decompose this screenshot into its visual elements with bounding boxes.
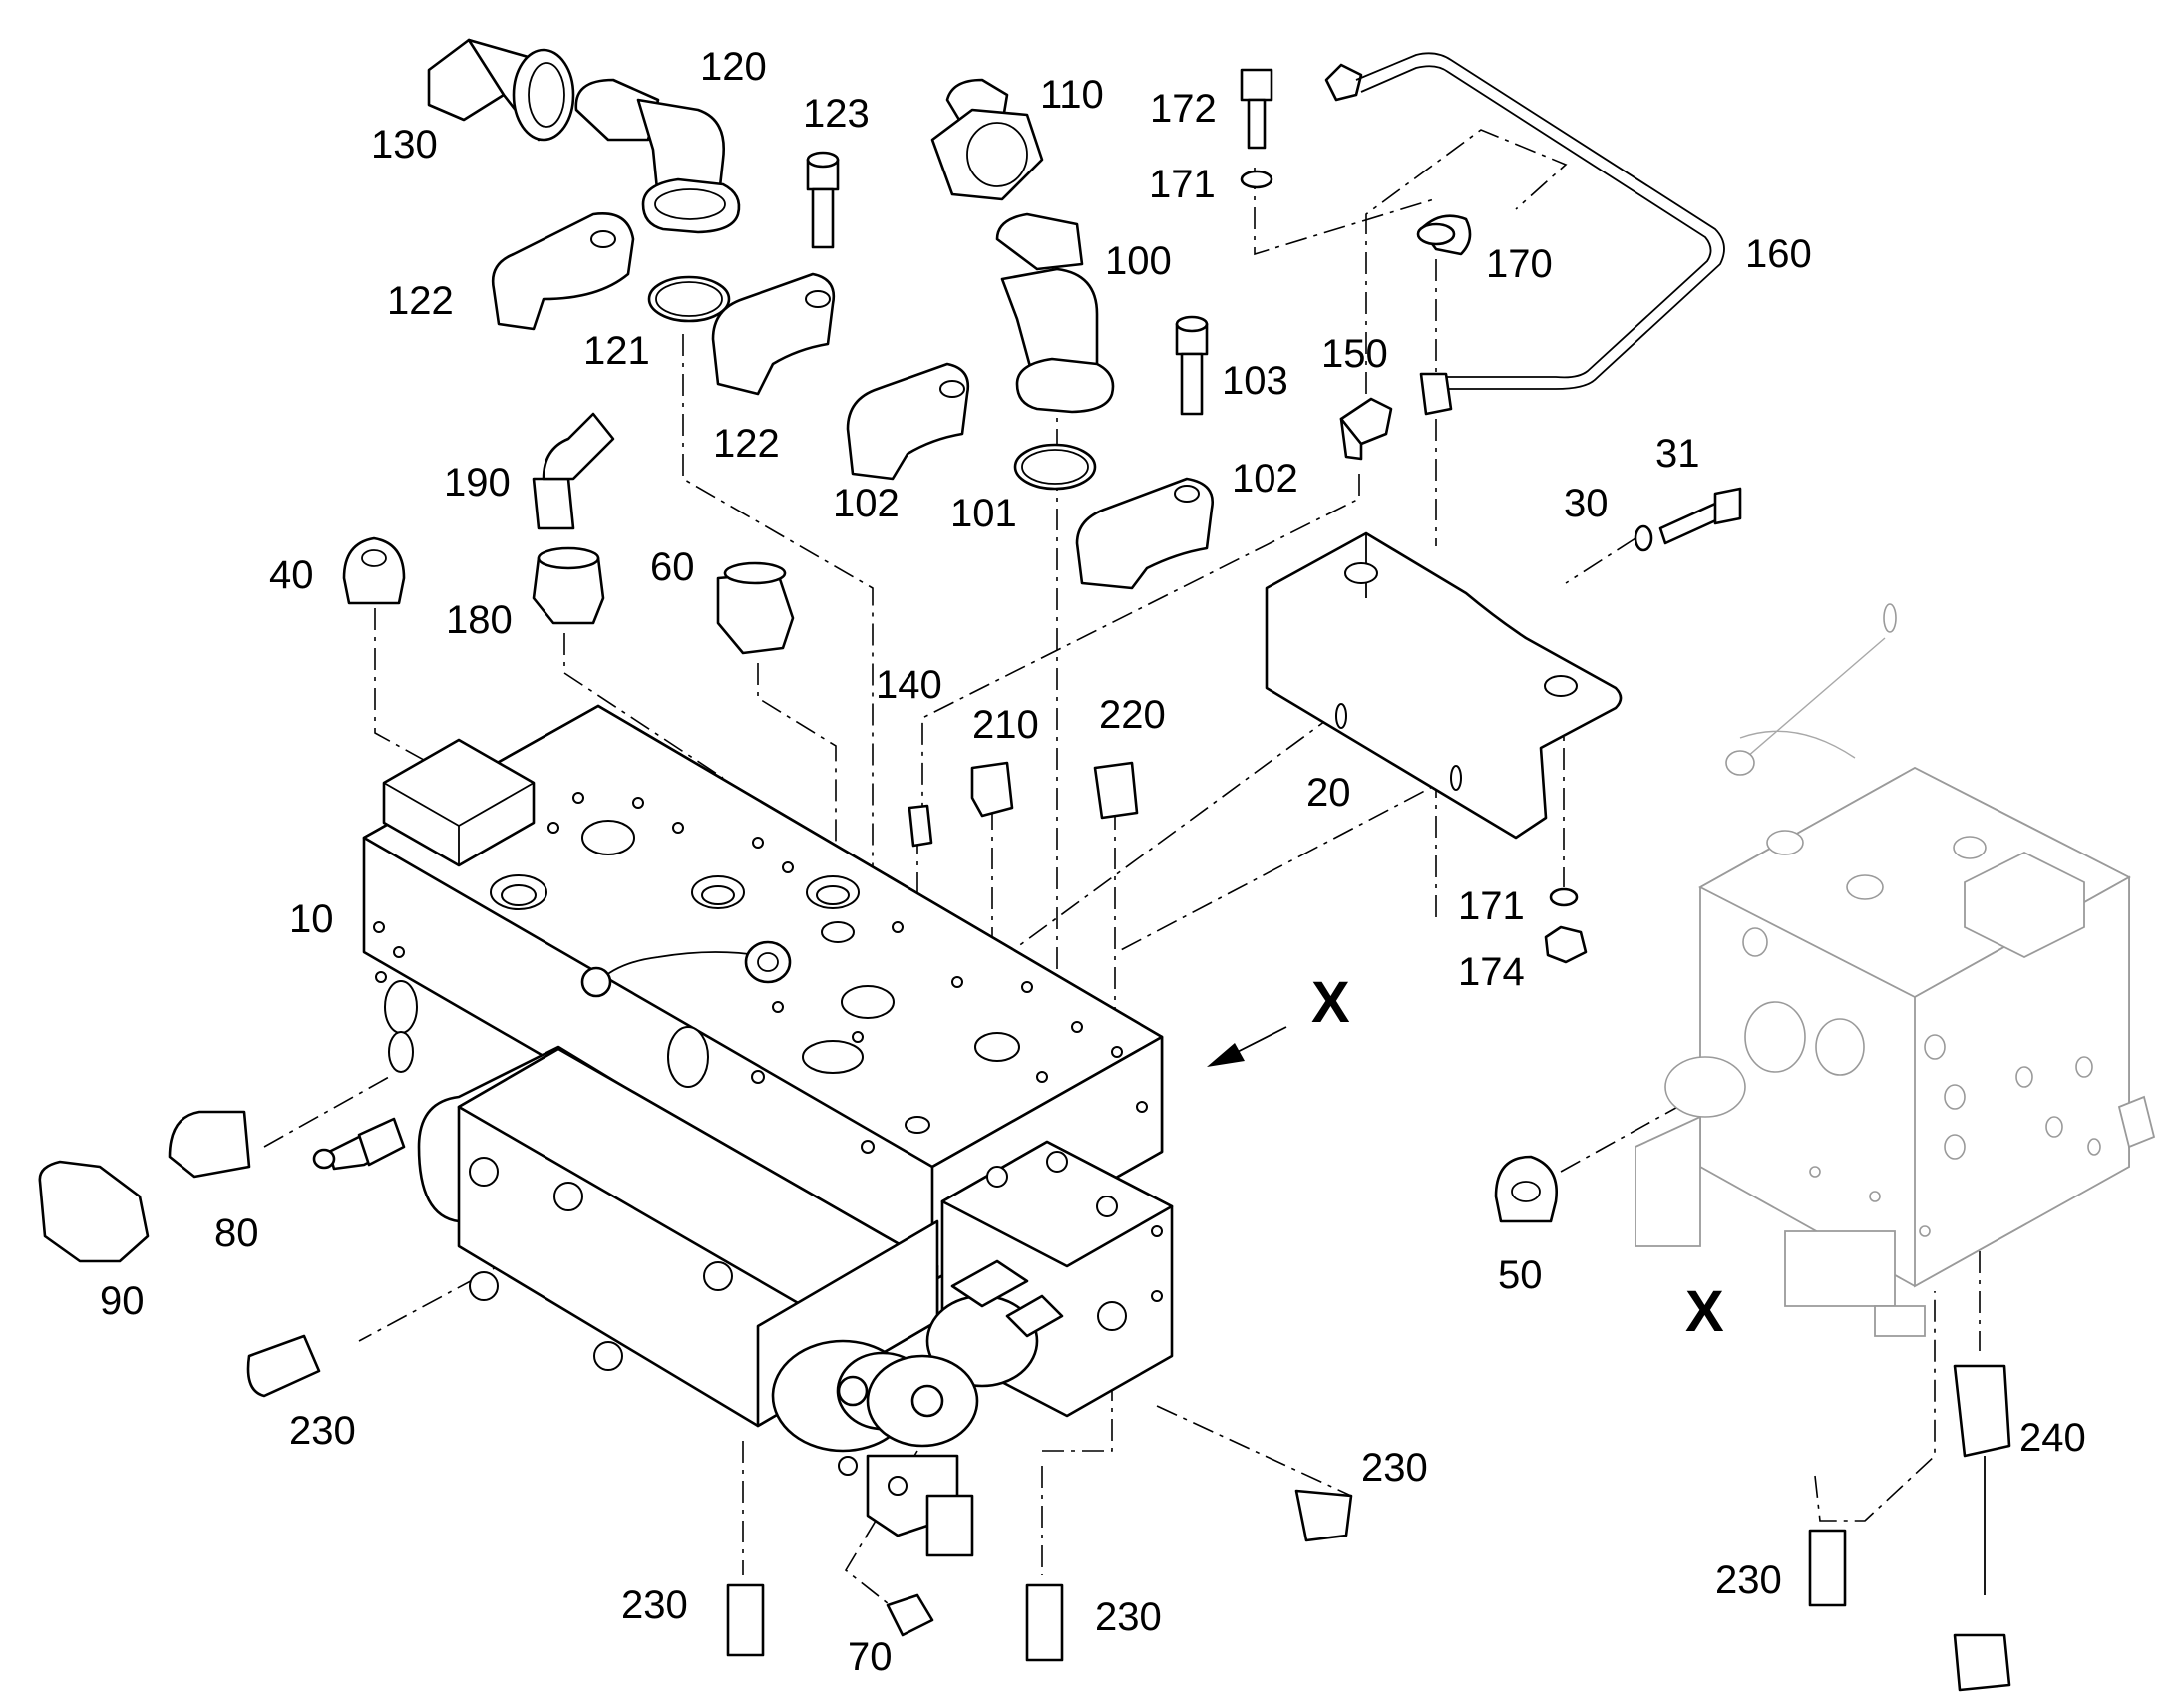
label-p60: 60 <box>650 545 695 589</box>
label-p140: 140 <box>876 663 942 707</box>
label-p172: 172 <box>1150 87 1217 131</box>
label-p230a: 230 <box>289 1409 356 1453</box>
label-p230e: 230 <box>1715 1558 1782 1602</box>
label-p20: 20 <box>1306 771 1351 815</box>
cover-plate-coils <box>771 1140 1174 1557</box>
label-p123: 123 <box>803 92 870 136</box>
view-arrow-label: X <box>1311 970 1350 1035</box>
detail-view-x <box>1635 603 2156 1337</box>
label-p130: 130 <box>371 123 438 167</box>
label-p50: 50 <box>1498 1253 1543 1297</box>
label-p220: 220 <box>1099 693 1166 737</box>
label-p120: 120 <box>700 45 767 89</box>
block-ports <box>490 792 1148 1134</box>
label-p102b: 102 <box>1232 457 1298 501</box>
label-p80: 80 <box>214 1211 259 1255</box>
label-p102a: 102 <box>833 482 900 525</box>
label-p240: 240 <box>2019 1416 2086 1460</box>
detail-view-label: X <box>1685 1279 1724 1344</box>
label-p171b: 171 <box>1458 884 1525 928</box>
label-p150: 150 <box>1321 332 1388 376</box>
label-p170: 170 <box>1486 242 1553 286</box>
label-p10: 10 <box>289 897 334 941</box>
label-p122a: 122 <box>387 279 454 323</box>
label-p30: 30 <box>1564 482 1609 525</box>
label-p103: 103 <box>1222 359 1288 403</box>
label-p122b: 122 <box>713 422 780 466</box>
label-p121: 121 <box>583 329 650 373</box>
label-p210: 210 <box>972 703 1039 747</box>
label-p230c: 230 <box>1095 1595 1162 1639</box>
block-sensor <box>312 1117 406 1171</box>
label-p31: 31 <box>1655 432 1700 476</box>
label-p190: 190 <box>444 461 511 505</box>
part-labels: 10 20 30 31 40 50 60 70 80 90 100 101 10… <box>100 45 2086 1679</box>
label-p174: 174 <box>1458 950 1525 994</box>
fittings <box>38 38 2011 1692</box>
label-p230d: 230 <box>1361 1446 1428 1490</box>
label-p90: 90 <box>100 1279 145 1323</box>
label-p100: 100 <box>1105 239 1172 283</box>
label-p40: 40 <box>269 553 314 597</box>
label-p171a: 171 <box>1149 163 1216 206</box>
label-p180: 180 <box>446 598 513 642</box>
label-p101: 101 <box>950 492 1017 535</box>
label-p230b: 230 <box>621 1583 688 1627</box>
label-p70: 70 <box>848 1635 893 1679</box>
view-arrow <box>1207 1026 1287 1067</box>
label-p160: 160 <box>1745 232 1812 276</box>
label-p110: 110 <box>1040 73 1104 117</box>
block-side-ports <box>373 921 709 1088</box>
